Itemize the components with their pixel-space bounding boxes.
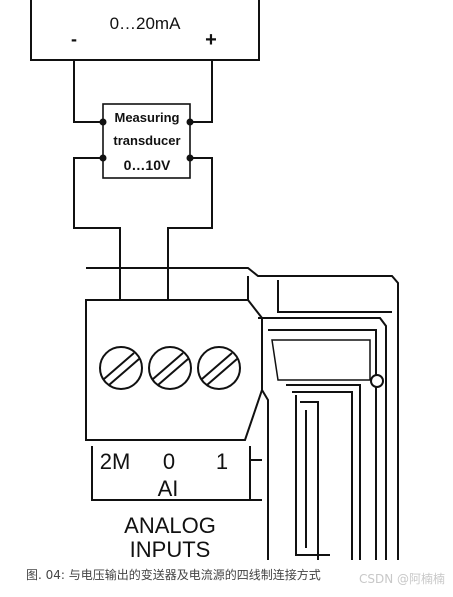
transducer-label-line2: transducer (113, 133, 180, 148)
module-label-line2: INPUTS (130, 537, 211, 562)
wire-output-minus (73, 157, 121, 301)
current-source-box (30, 0, 260, 61)
screw-2m (99, 346, 143, 390)
connection-dot (99, 154, 107, 162)
connection-dot (186, 118, 194, 126)
connection-dot (186, 154, 194, 162)
connection-dot (99, 118, 107, 126)
screw-1 (197, 346, 241, 390)
source-plus-label: + (205, 29, 217, 51)
terminal-screws (99, 346, 241, 390)
watermark: CSDN @阿楠楠 (358, 572, 445, 586)
connector-detail (271, 339, 371, 381)
measuring-transducer-box (102, 103, 191, 179)
wire-output-plus (167, 157, 213, 301)
module-edge (250, 459, 262, 501)
ai-label: AI (158, 476, 179, 501)
wire-source-minus (73, 59, 104, 123)
terminal-label-0: 0 (163, 449, 175, 474)
screw-0 (148, 346, 192, 390)
wire-source-plus (189, 59, 213, 123)
source-minus-label: - (71, 29, 77, 49)
figure-caption: 图. 04: 与电压输出的变送器及电流源的四线制连接方式 (26, 568, 321, 582)
terminal-label-1: 1 (216, 449, 228, 474)
transducer-output-label: 0…10V (124, 157, 171, 173)
module-housing-top (86, 267, 399, 560)
terminal-label-2m: 2M (100, 449, 131, 474)
connector-frame (258, 317, 387, 560)
connector-slot (286, 384, 361, 560)
module-housing-steps (247, 276, 392, 313)
terminal-bracket (91, 446, 251, 501)
module-label-line1: ANALOG (124, 513, 216, 538)
transducer-label-line1: Measuring (114, 110, 179, 125)
mounting-hole (370, 374, 384, 388)
source-range-label: 0…20mA (110, 14, 182, 33)
